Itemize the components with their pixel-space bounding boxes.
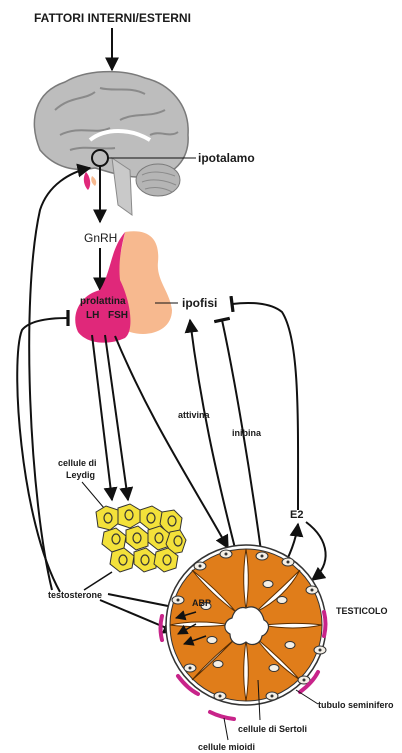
label-testosterone: testosterone: [48, 590, 102, 600]
leader-leydig: [82, 482, 104, 508]
leader-mioidi: [224, 718, 228, 740]
label-abp: ABP: [192, 598, 211, 608]
label-lh: LH: [86, 310, 99, 321]
label-inibina: inibina: [232, 428, 262, 438]
label-ipotalamo: ipotalamo: [198, 151, 255, 165]
label-e2: E2: [290, 509, 303, 521]
feedback-e2-to-pituitary: [232, 303, 298, 510]
label-sertoli: cellule di Sertoli: [238, 724, 307, 734]
label-leydig-line1: cellule di: [58, 458, 97, 468]
label-tubulo: tubulo seminifero: [318, 700, 394, 710]
feedback-to-hypothalamus: [29, 168, 90, 590]
label-ipofisi: ipofisi: [182, 296, 217, 310]
label-prolattina: prolattina: [80, 296, 126, 307]
arrow-leydig-to-testosterone: [84, 572, 112, 590]
label-testicolo: TESTICOLO: [336, 606, 388, 616]
arrow-e2-to-tubule: [306, 522, 326, 580]
feedback-to-pituitary: [17, 318, 68, 592]
label-leydig-line2: Leydig: [66, 470, 95, 480]
label-fsh: FSH: [108, 310, 128, 321]
leader-tubulo: [296, 690, 318, 704]
seminiferous-tubule: [166, 545, 326, 705]
label-attivina: attivina: [178, 410, 211, 420]
label-fattori: FATTORI INTERNI/ESTERNI: [34, 11, 191, 25]
pituitary-illustration: [75, 231, 172, 342]
label-gnrh: GnRH: [84, 231, 117, 245]
brain-illustration: [34, 72, 188, 215]
label-mioidi: cellule mioidi: [198, 742, 255, 752]
